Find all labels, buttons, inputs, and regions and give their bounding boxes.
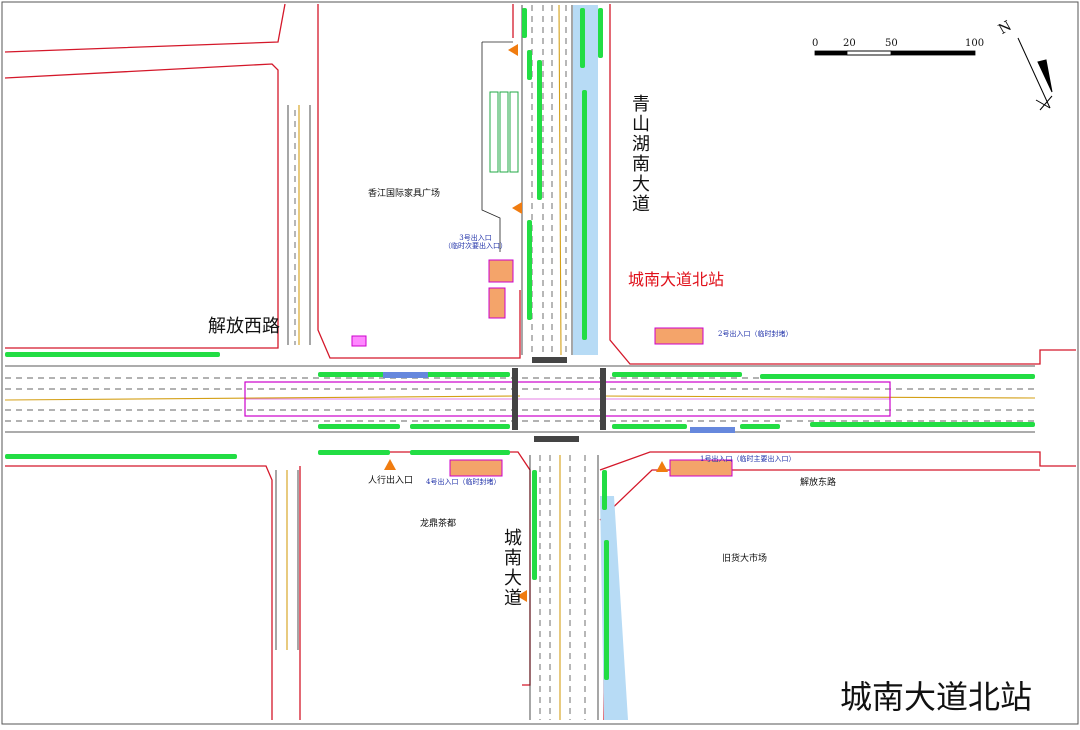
scale-tick-0: 0 [812, 38, 819, 49]
crosswalks [383, 357, 735, 442]
scale-bar [814, 50, 976, 56]
scale-tick-50: 50 [885, 38, 898, 49]
place-label-sw: 龙鼎茶都 [420, 519, 457, 529]
entrance-2-label: 2号出入口（临时封堵） [718, 330, 793, 338]
place-label-se: 旧货大市场 [722, 554, 768, 564]
entrance-3-line2: （临时次要出入口） [444, 242, 507, 250]
entrance-3-label: 3号出入口 （临时次要出入口） [444, 234, 507, 250]
entrance-1-label: 1号出入口（临时主要出入口） [700, 455, 796, 463]
entrance-4-label: 4号出入口（临时封堵） [426, 478, 501, 486]
road-label-south: 城南大道 [501, 528, 522, 608]
road-label-west: 解放西路 [208, 316, 280, 337]
road-edges [5, 5, 1035, 720]
entrance-arrows [384, 44, 668, 602]
map-title: 城南大道北站 [840, 678, 1033, 716]
scale-tick-20: 20 [843, 38, 856, 49]
centerline [4, 4, 1036, 720]
place-label-nw: 香江国际家具广场 [368, 189, 441, 199]
north-arrow-icon [1017, 37, 1053, 111]
road-label-north: 青山湖南大道 [629, 94, 650, 214]
scale-tick-100: 100 [965, 38, 985, 49]
parking-strips [489, 91, 519, 173]
road-edge-lines [4, 3, 1076, 720]
station-label-red: 城南大道北站 [628, 270, 725, 289]
green-belts [5, 8, 1035, 680]
entrance-blocks [351, 259, 733, 477]
entrance-3-line1: 3号出入口 [459, 234, 492, 242]
road-label-east: 解放东路 [800, 478, 837, 488]
pedestrian-entrance-label: 人行出入口 [368, 476, 414, 486]
